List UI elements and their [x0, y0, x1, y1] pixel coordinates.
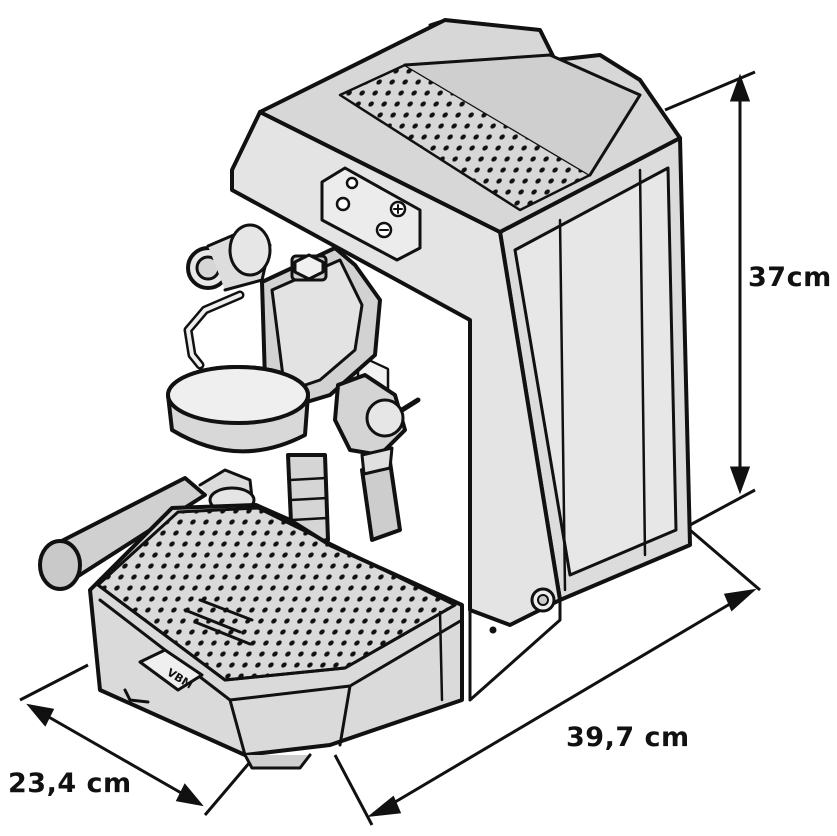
width-arrow-left [367, 795, 402, 818]
depth-extension-right [203, 761, 252, 816]
height-dimension-label: 37cm [748, 262, 832, 293]
width-extension-right [689, 528, 761, 592]
depth-arrow-left [26, 703, 55, 727]
hex-nut [293, 253, 325, 281]
height-extension-bottom [689, 488, 756, 527]
depth-extension-left [19, 663, 89, 702]
power-icon [335, 176, 359, 212]
control-panel [320, 166, 422, 262]
width-arrow-right [723, 588, 757, 612]
width-dimension-label: 39,7 cm [566, 722, 690, 753]
depth-dimension-label: 23,4 cm [8, 768, 132, 799]
height-arrow-top [729, 73, 751, 102]
depth-dimension-line [39, 710, 191, 800]
width-extension-left [333, 754, 374, 826]
height-arrow-bottom [729, 466, 751, 495]
width-dimension-line [384, 596, 741, 810]
plus-icon [389, 200, 407, 218]
depth-arrow-right [175, 783, 204, 807]
minus-icon [375, 221, 393, 239]
brand-logo-plate [138, 648, 204, 692]
